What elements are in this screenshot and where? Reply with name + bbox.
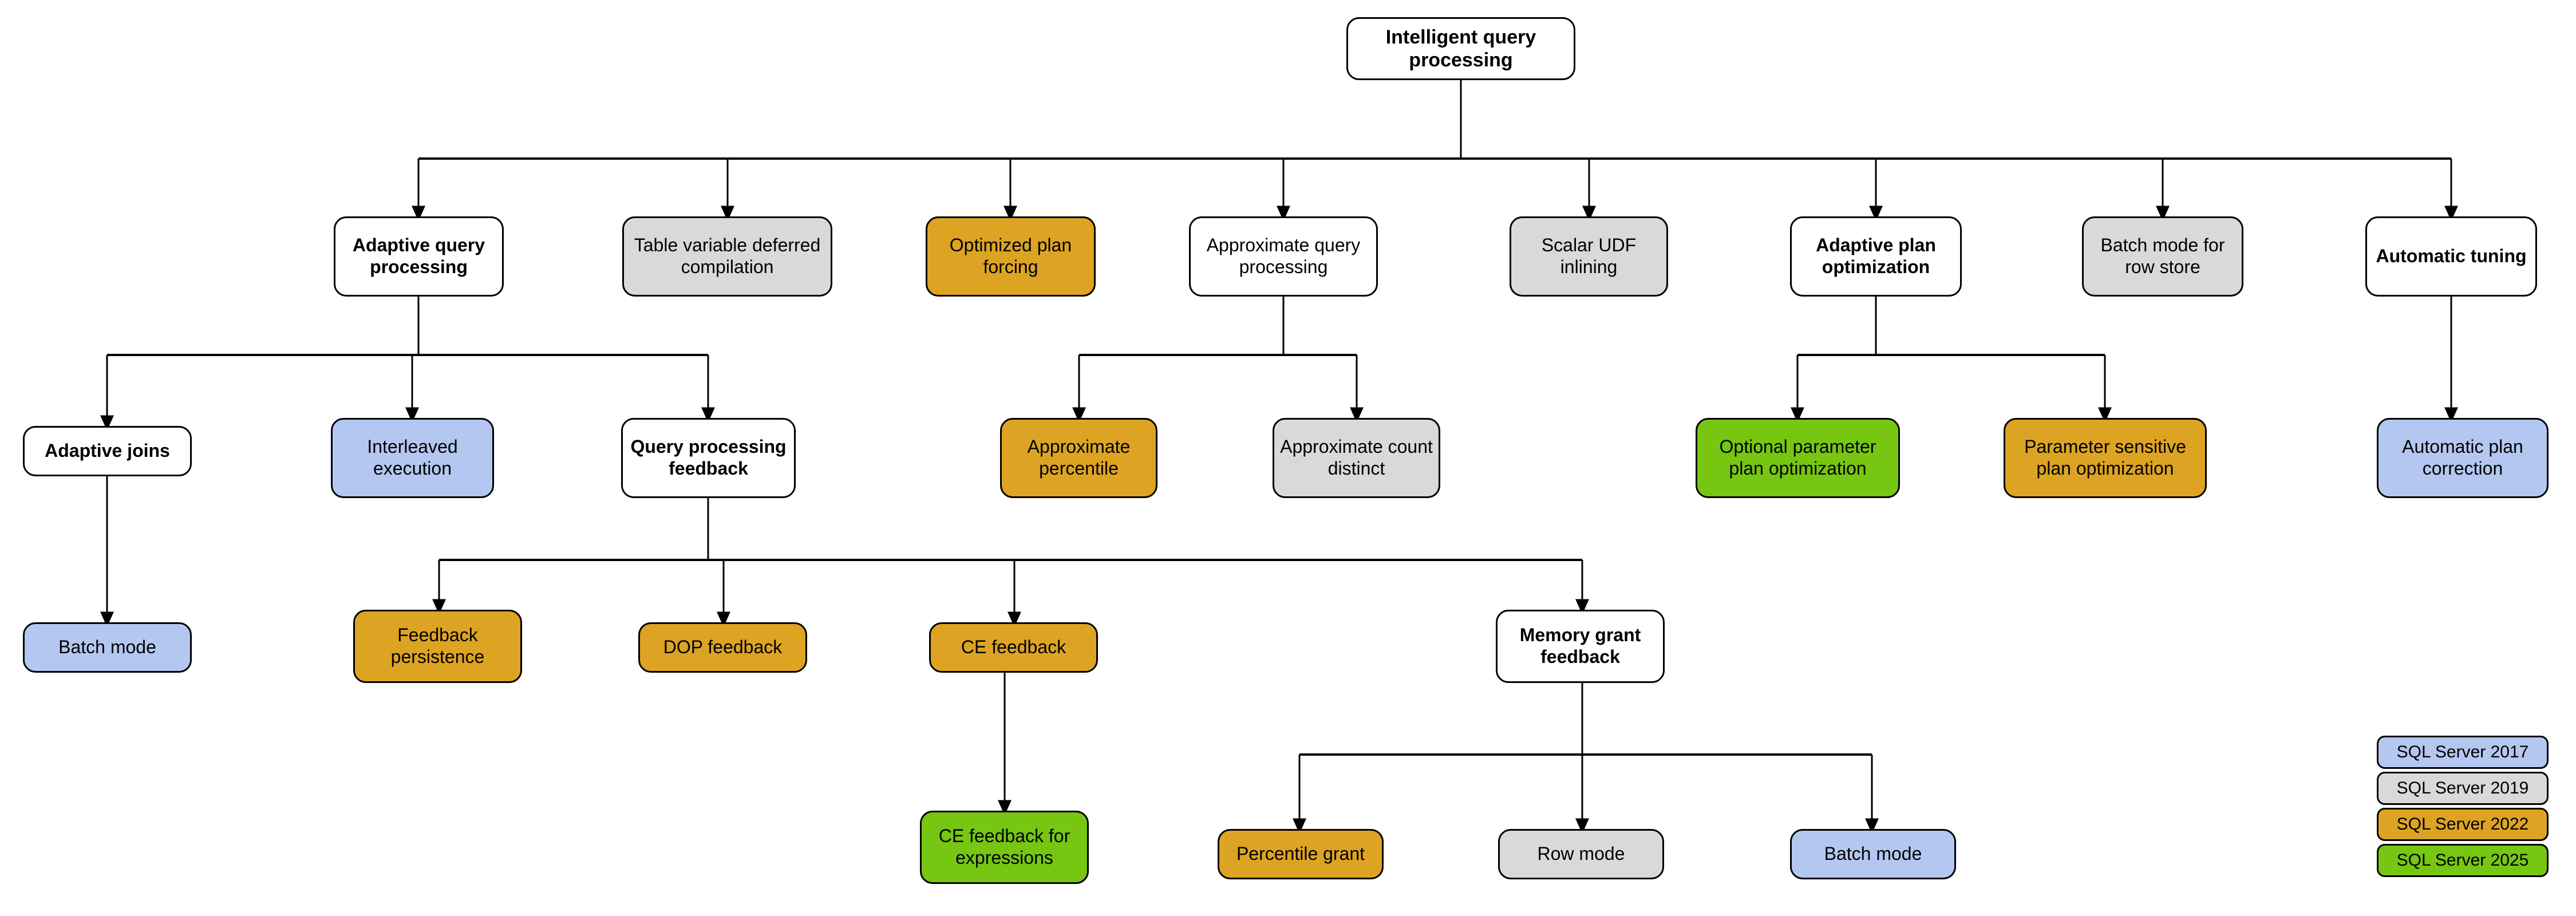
legend-item-sql-server-2017: SQL Server 2017: [2377, 736, 2549, 769]
node-label: Approximate query processing: [1206, 235, 1361, 277]
node-pg[interactable]: Percentile grant: [1218, 829, 1384, 879]
node-label: Parameter sensitive plan optimization: [2024, 436, 2186, 479]
node-label: Optimized plan forcing: [949, 235, 1072, 277]
legend-label: SQL Server 2019: [2396, 779, 2529, 797]
node-label: Adaptive query processing: [352, 235, 485, 277]
node-label: Intelligent query processing: [1385, 26, 1536, 71]
node-cef[interactable]: CE feedback: [929, 622, 1098, 673]
legend-label: SQL Server 2017: [2396, 743, 2529, 761]
node-label: Optional parameter plan optimization: [1719, 436, 1876, 479]
node-ie[interactable]: Interleaved execution: [331, 418, 494, 498]
node-label: CE feedback: [961, 637, 1066, 658]
node-ap[interactable]: Approximate percentile: [1000, 418, 1157, 498]
node-bmrs[interactable]: Batch mode for row store: [2082, 216, 2243, 297]
node-label: Batch mode: [58, 637, 156, 658]
node-label: Row mode: [1537, 843, 1625, 864]
node-label: DOP feedback: [663, 637, 783, 658]
node-label: Automatic tuning: [2376, 246, 2527, 267]
node-pspo[interactable]: Parameter sensitive plan optimization: [2004, 418, 2207, 498]
node-dopf[interactable]: DOP feedback: [638, 622, 807, 673]
node-qpf[interactable]: Query processing feedback: [621, 418, 796, 498]
node-label: Scalar UDF inlining: [1541, 235, 1637, 277]
node-apc[interactable]: Automatic plan correction: [2377, 418, 2549, 498]
node-label: Batch mode: [1824, 843, 1922, 864]
node-label: Interleaved execution: [367, 436, 458, 479]
node-aj[interactable]: Adaptive joins: [23, 426, 192, 476]
node-label: Query processing feedback: [630, 436, 787, 479]
node-label: Memory grant feedback: [1519, 625, 1641, 667]
node-mgf[interactable]: Memory grant feedback: [1496, 610, 1665, 683]
node-label: Adaptive joins: [45, 440, 170, 461]
node-fp[interactable]: Feedback persistence: [353, 610, 522, 683]
legend-label: SQL Server 2022: [2396, 815, 2529, 834]
node-tvdc[interactable]: Table variable deferred compilation: [622, 216, 832, 297]
node-label: Table variable deferred compilation: [634, 235, 821, 277]
legend-item-sql-server-2025: SQL Server 2025: [2377, 844, 2549, 877]
node-cefe[interactable]: CE feedback for expressions: [920, 811, 1089, 884]
node-opf[interactable]: Optimized plan forcing: [926, 216, 1096, 297]
node-label: Percentile grant: [1236, 843, 1365, 864]
legend-item-sql-server-2019: SQL Server 2019: [2377, 772, 2549, 805]
node-label: CE feedback for expressions: [938, 826, 1070, 868]
legend-item-sql-server-2022: SQL Server 2022: [2377, 808, 2549, 841]
node-label: Automatic plan correction: [2402, 436, 2523, 479]
node-root[interactable]: Intelligent query processing: [1346, 17, 1575, 80]
node-label: Feedback persistence: [390, 625, 485, 667]
node-label: Approximate percentile: [1027, 436, 1131, 479]
node-bm2[interactable]: Batch mode: [1790, 829, 1956, 879]
node-rm[interactable]: Row mode: [1498, 829, 1664, 879]
node-aqp[interactable]: Adaptive query processing: [334, 216, 504, 297]
node-sudf[interactable]: Scalar UDF inlining: [1510, 216, 1668, 297]
node-apo[interactable]: Adaptive plan optimization: [1790, 216, 1962, 297]
node-at[interactable]: Automatic tuning: [2365, 216, 2537, 297]
node-apq[interactable]: Approximate query processing: [1189, 216, 1378, 297]
node-label: Adaptive plan optimization: [1816, 235, 1936, 277]
node-label: Batch mode for row store: [2100, 235, 2225, 277]
node-label: Approximate count distinct: [1280, 436, 1433, 479]
node-bm1[interactable]: Batch mode: [23, 622, 192, 673]
node-acd[interactable]: Approximate count distinct: [1273, 418, 1440, 498]
legend-label: SQL Server 2025: [2396, 851, 2529, 870]
node-oppo[interactable]: Optional parameter plan optimization: [1696, 418, 1900, 498]
